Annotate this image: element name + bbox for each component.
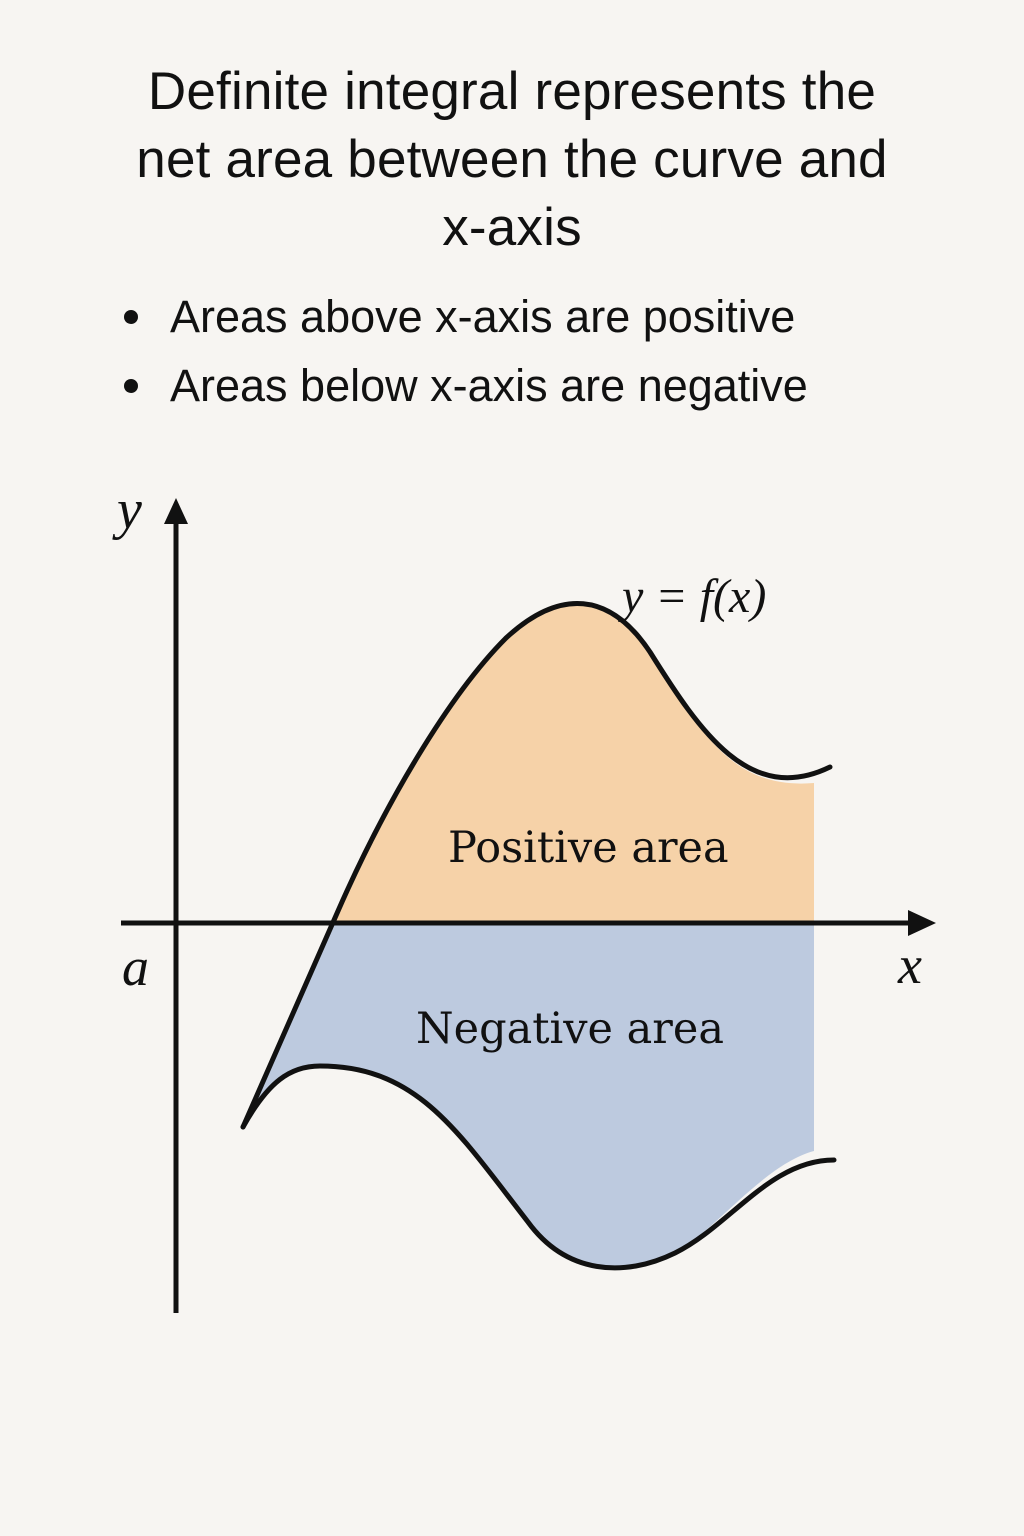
integral-area-diagram: y a x y = f(x) Positive area Negative ar… xyxy=(112,479,936,1313)
positive-area-label: Positive area xyxy=(448,823,729,873)
bullet-text-positive: Areas above x-axis are positive xyxy=(170,291,796,342)
x-axis-arrow-icon xyxy=(908,910,936,936)
bullet-text-negative: Areas below x-axis are negative xyxy=(170,360,808,411)
origin-label: a xyxy=(122,937,149,997)
negative-area-label: Negative area xyxy=(416,1004,724,1054)
function-curve xyxy=(240,601,833,1130)
page-title: Definite integral represents the net are… xyxy=(70,58,954,262)
bullet-item-negative: Areas below x-axis are negative xyxy=(118,351,808,420)
bullet-dot-icon xyxy=(124,310,138,324)
y-axis-label: y xyxy=(112,479,142,541)
bullet-item-positive: Areas above x-axis are positive xyxy=(118,282,808,351)
title-line-1: Definite integral represents the xyxy=(147,62,877,121)
positive-area-fill xyxy=(332,603,814,923)
title-line-2: net area between the curve and xyxy=(136,130,888,189)
x-axis-label: x xyxy=(897,935,922,995)
bullet-list: Areas above x-axis are positive Areas be… xyxy=(118,282,808,420)
y-axis-arrow-icon xyxy=(164,498,188,524)
lower-boundary-curve xyxy=(240,1063,837,1271)
title-line-3: x-axis xyxy=(442,198,582,257)
curve-label: y = f(x) xyxy=(617,570,766,623)
negative-area-fill xyxy=(243,923,814,1268)
bullet-dot-icon xyxy=(124,379,138,393)
